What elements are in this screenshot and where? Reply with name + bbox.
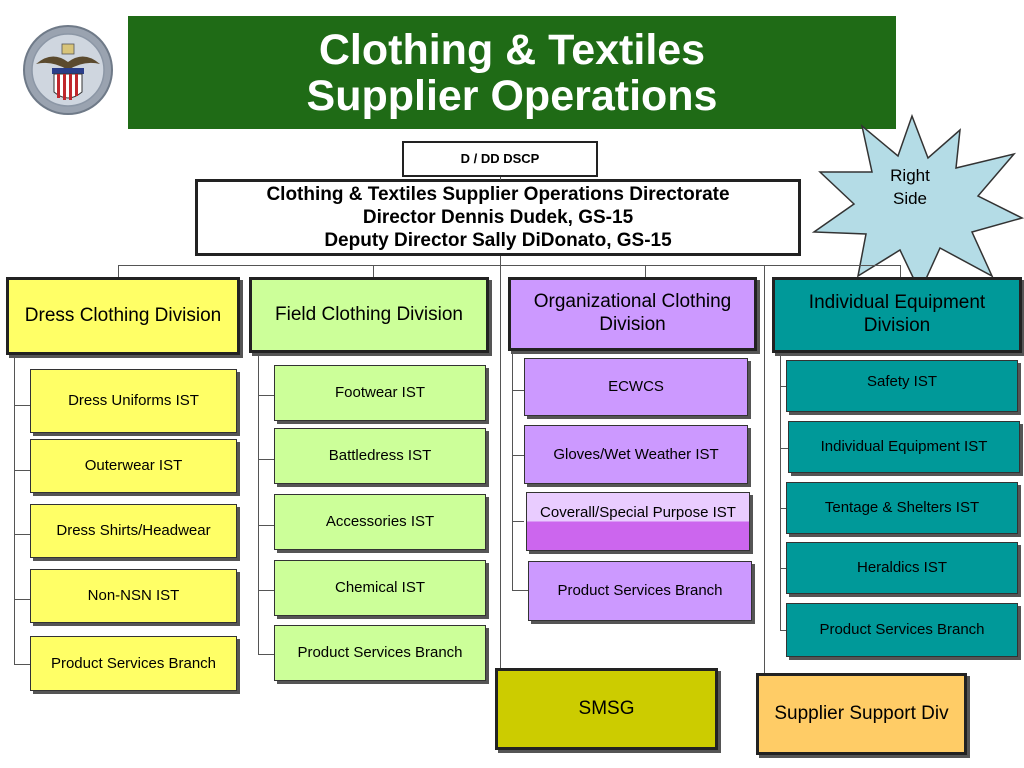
connector — [258, 459, 274, 460]
connector — [14, 355, 15, 665]
item-label: Non-NSN IST — [87, 587, 180, 604]
directorate-name: Clothing & Textiles Supplier Operations … — [266, 184, 730, 205]
connector — [780, 568, 786, 569]
connector — [764, 265, 765, 673]
item-label: Accessories IST — [325, 513, 435, 530]
item-label: Dress Uniforms IST — [68, 392, 199, 409]
connector — [645, 265, 646, 277]
connector — [500, 256, 501, 668]
connector — [258, 590, 274, 591]
coverall-special-purpose-ist: Coverall/Special Purpose IST — [526, 492, 750, 551]
gloves-wet-weather-ist: Gloves/Wet Weather IST — [524, 425, 748, 484]
supplier-support-label: Supplier Support Div — [774, 702, 949, 724]
directorate-box: Clothing & Textiles Supplier Operations … — [195, 179, 801, 256]
connector — [14, 405, 30, 406]
supplier-support-div: Supplier Support Div — [756, 673, 967, 755]
title-line-1: Clothing & Textiles — [318, 25, 706, 74]
ecwcs: ECWCS — [524, 358, 748, 416]
field-product-services-branch: Product Services Branch — [274, 625, 486, 681]
connector — [780, 386, 786, 387]
connector — [900, 265, 901, 277]
division-name: Organizational Clothing Division — [533, 291, 732, 335]
smsg-box: SMSG — [495, 668, 718, 750]
agency-seal-logo — [23, 25, 113, 115]
item-label: ECWCS — [608, 378, 664, 395]
item-label: Gloves/Wet Weather IST — [553, 445, 719, 463]
item-label: Outerwear IST — [84, 457, 183, 474]
dress-shirts-headwear: Dress Shirts/Headwear — [30, 504, 237, 558]
field-clothing-division: Field Clothing Division — [249, 277, 489, 353]
tentage-shelters-ist: Tentage & Shelters IST — [786, 482, 1018, 534]
connector — [14, 534, 30, 535]
item-label: Tentage & Shelters IST — [824, 499, 980, 516]
organizational-clothing-division: Organizational Clothing Division — [508, 277, 757, 351]
right-side-callout: Right Side — [811, 113, 1024, 294]
item-label: Product Services Branch — [297, 644, 463, 661]
deputy-director-name: Deputy Director Sally DiDonato, GS-15 — [324, 230, 672, 251]
connector — [780, 448, 788, 449]
item-label: Heraldics IST — [856, 559, 948, 576]
title-line-2: Supplier Operations — [306, 71, 718, 120]
connector — [512, 390, 524, 391]
connector — [373, 265, 374, 277]
connector — [258, 525, 274, 526]
organizational-product-services-branch: Product Services Branch — [528, 561, 752, 621]
connector — [118, 265, 119, 277]
accessories-ist: Accessories IST — [274, 494, 486, 550]
dress-uniforms-ist: Dress Uniforms IST — [30, 369, 237, 433]
dscp-label: D / DD DSCP — [460, 151, 540, 167]
item-label: Individual Equipment IST — [820, 438, 988, 455]
connector — [512, 521, 524, 522]
connector — [258, 355, 259, 654]
connector — [780, 508, 786, 509]
connector — [512, 352, 513, 590]
connector — [780, 355, 781, 631]
individual-equipment-ist: Individual Equipment IST — [788, 421, 1020, 473]
safety-ist: Safety IST — [786, 360, 1018, 412]
connector — [118, 265, 901, 266]
connector — [512, 455, 524, 456]
item-label: Product Services Branch — [819, 621, 985, 638]
dress-product-services-branch: Product Services Branch — [30, 636, 237, 691]
callout-line-2: Side — [893, 189, 927, 208]
individual-product-services-branch: Product Services Branch — [786, 603, 1018, 657]
non-nsn-ist: Non-NSN IST — [30, 569, 237, 623]
connector — [500, 177, 501, 180]
outerwear-ist: Outerwear IST — [30, 439, 237, 493]
item-label: Footwear IST — [334, 384, 426, 401]
callout-line-1: Right — [890, 166, 930, 185]
connector — [14, 599, 30, 600]
item-label: Product Services Branch — [557, 582, 723, 599]
connector — [512, 590, 528, 591]
division-name: Individual Equipment Division — [808, 292, 986, 336]
item-label: Product Services Branch — [50, 654, 217, 672]
dscp-box: D / DD DSCP — [402, 141, 598, 177]
item-label: Battledress IST — [328, 447, 432, 464]
division-name: Field Clothing Division — [275, 303, 463, 325]
item-label: Dress Shirts/Headwear — [56, 522, 211, 539]
director-name: Director Dennis Dudek, GS-15 — [362, 207, 634, 228]
connector — [14, 664, 30, 665]
connector — [258, 654, 274, 655]
item-label: Coverall/Special Purpose IST — [540, 504, 736, 521]
item-label: Safety IST — [866, 373, 938, 390]
chemical-ist: Chemical IST — [274, 560, 486, 616]
connector — [780, 630, 786, 631]
smsg-label: SMSG — [578, 697, 635, 719]
individual-equipment-division: Individual Equipment Division — [772, 277, 1022, 353]
connector — [258, 395, 274, 396]
footwear-ist: Footwear IST — [274, 365, 486, 421]
item-label: Chemical IST — [334, 579, 426, 596]
battledress-ist: Battledress IST — [274, 428, 486, 484]
page-title: Clothing & Textiles Supplier Operations — [128, 16, 896, 129]
division-name: Dress Clothing Division — [24, 304, 222, 326]
dress-clothing-division: Dress Clothing Division — [6, 277, 240, 355]
heraldics-ist: Heraldics IST — [786, 542, 1018, 594]
connector — [14, 470, 30, 471]
